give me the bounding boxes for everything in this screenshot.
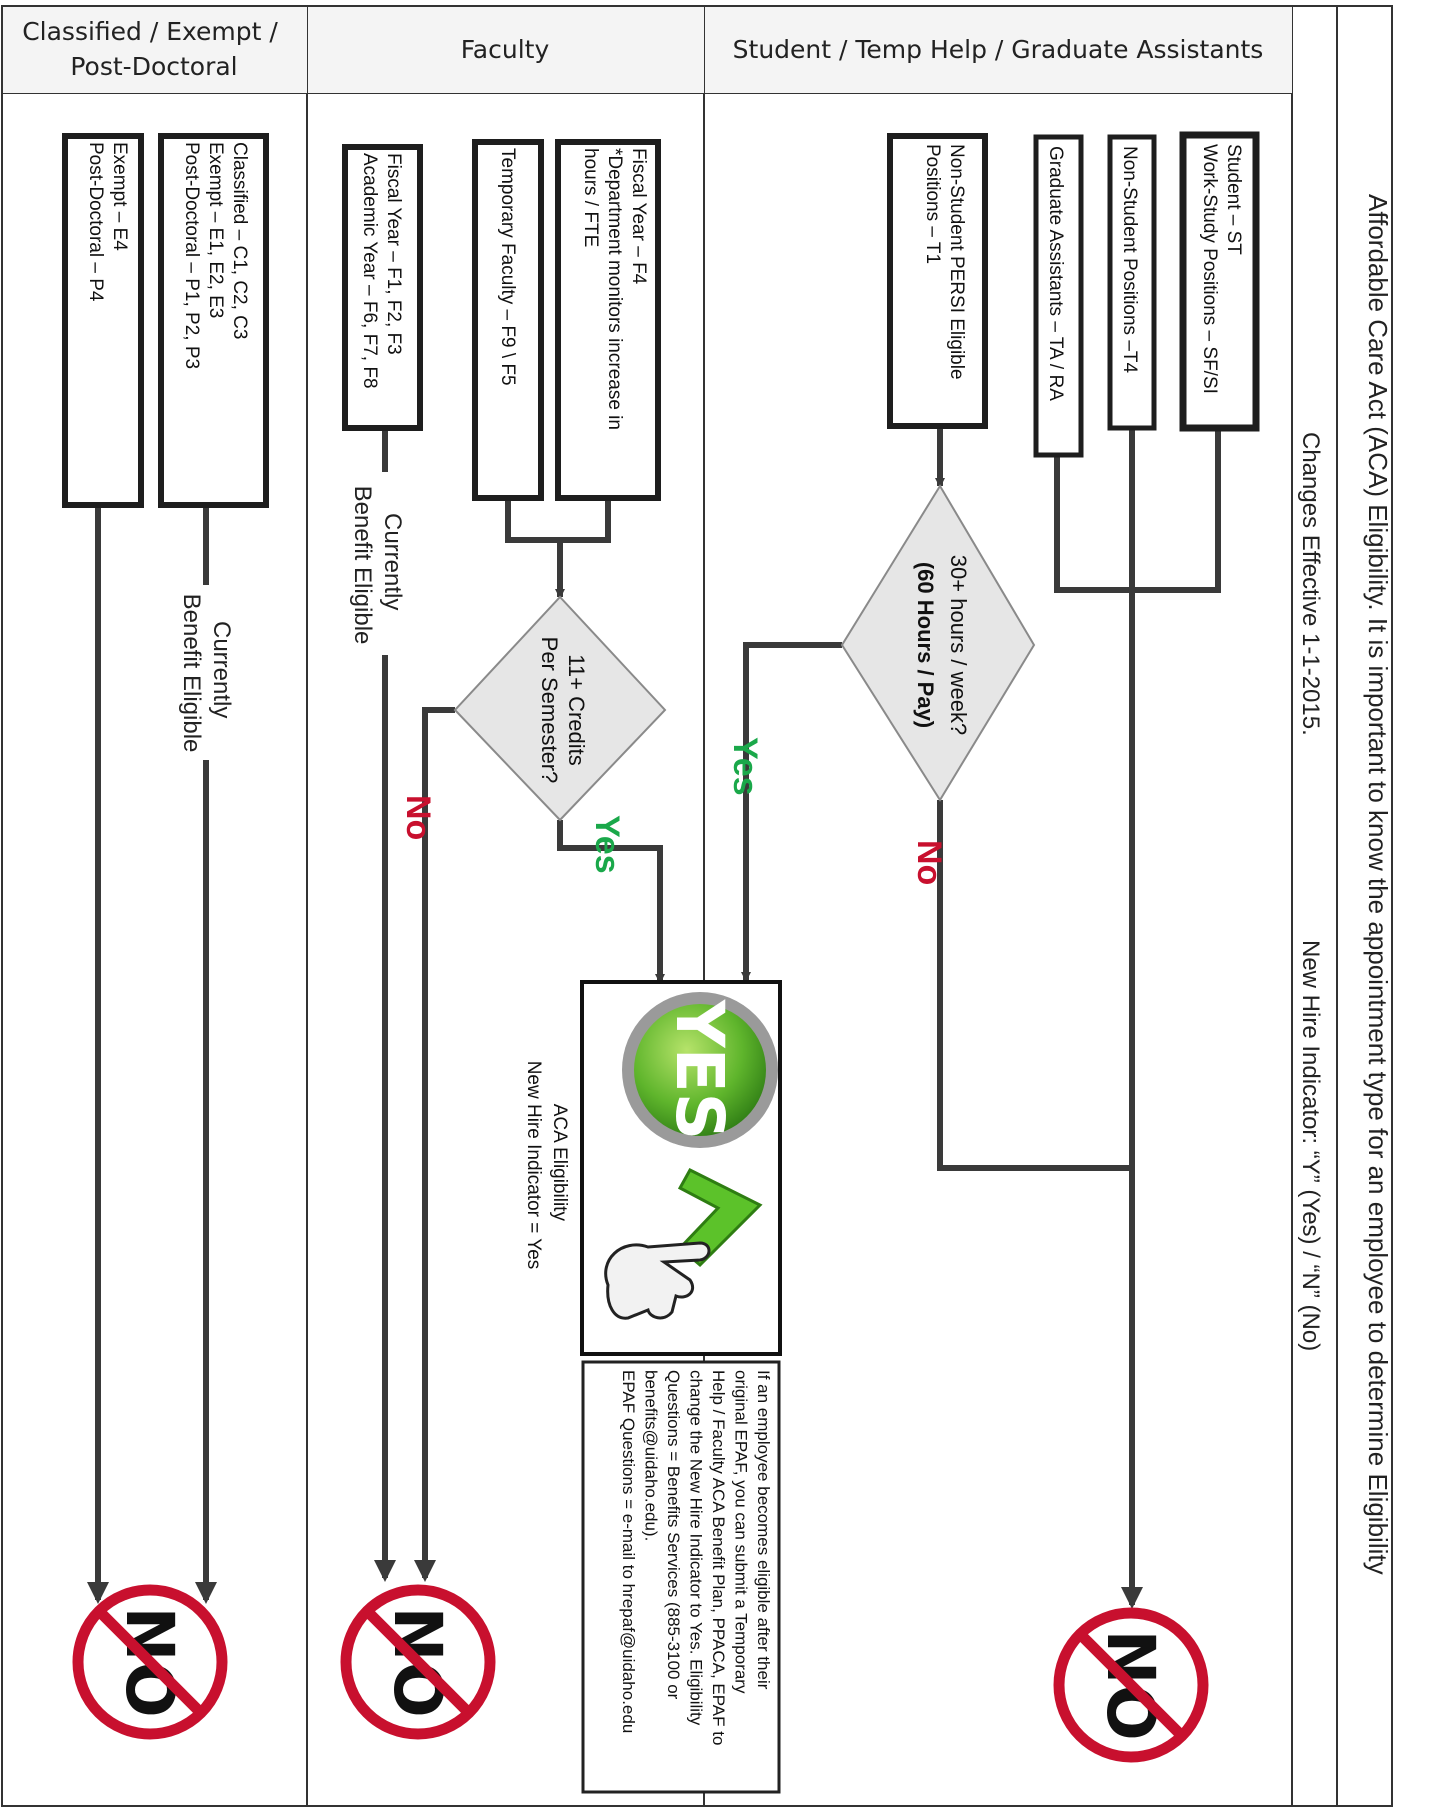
note-line: EPAF Questions = e-mail to hrepaf@uidaho… — [619, 1370, 638, 1733]
svg-text:Exempt – E4: Exempt – E4 — [109, 142, 130, 251]
yes-badge-icon: YES — [622, 992, 778, 1148]
svg-text:Fiscal Year – F1, F2, F3: Fiscal Year – F1, F2, F3 — [383, 153, 404, 355]
changes-effective: Changes Effective 1-1-2015. — [1297, 432, 1324, 736]
svg-text:hours / FTE: hours / FTE — [580, 148, 601, 247]
no-label-hours: No — [910, 840, 948, 885]
benefit-eligible-faculty: Currently Benefit Eligible — [349, 486, 406, 645]
no-badge-student: NO — [1053, 1607, 1209, 1763]
svg-text:30+ hours / week?: 30+ hours / week? — [946, 555, 971, 735]
box-classified-list: Classified – C1, C2, C3 Exempt – E1, E2,… — [158, 133, 269, 508]
note-line: If an employee becomes eligible after th… — [754, 1370, 773, 1690]
svg-text:Non-Student PERSI Eligible: Non-Student PERSI Eligible — [946, 144, 967, 380]
no-badge-faculty: NO — [340, 1584, 496, 1740]
box-fiscal-f4: Fiscal Year – F4 *Department monitors in… — [555, 139, 661, 501]
decision-credits-per-semester: 11+ Credits Per Semester? — [453, 595, 667, 822]
pointing-hand-icon — [604, 1241, 711, 1320]
box-exempt-list: Exempt – E4 Post-Doctoral – P4 — [62, 133, 144, 508]
svg-text:Temporary Faculty – F9 \ F5: Temporary Faculty – F9 \ F5 — [497, 148, 518, 386]
benefit-eligible-classified: Currently Benefit Eligible — [178, 594, 235, 753]
swimlane-frame — [1, 5, 1393, 1807]
aca-yes-outcome-box: YES — [580, 980, 782, 1356]
note-line: Questions = Benefits Services (885-3100 … — [664, 1370, 683, 1700]
box-fiscal-academic: Fiscal Year – F1, F2, F3 Academic Year –… — [342, 144, 423, 431]
svg-text:Exempt – E1, E2, E3: Exempt – E1, E2, E3 — [205, 142, 226, 318]
note-box — [581, 1360, 781, 1794]
no-badge-classified: NO — [72, 1584, 228, 1740]
note-line: benefits@uidaho.edu). — [642, 1370, 661, 1541]
note-line: original EPAF, you can submit a Temporar… — [732, 1370, 751, 1694]
connectors — [87, 428, 1221, 1609]
svg-text:Positions – T1: Positions – T1 — [922, 144, 943, 264]
box-non-student-t4: Non-Student Positions –T4 — [1107, 134, 1157, 431]
svg-text:Student – ST: Student – ST — [1223, 144, 1244, 255]
svg-text:Non-Student Positions –T4: Non-Student Positions –T4 — [1119, 146, 1140, 374]
page-title: Affordable Care Act (ACA) Eligibility. I… — [1363, 194, 1393, 1575]
svg-text:11+ Credits: 11+ Credits — [564, 654, 589, 765]
svg-text:YES: YES — [661, 999, 738, 1140]
svg-text:*Department monitors increase: *Department monitors increase in — [604, 148, 625, 430]
header-student: Student / Temp Help / Graduate Assistant… — [733, 35, 1264, 64]
box-graduate-assistants: Graduate Assistants – TA / RA — [1033, 134, 1084, 458]
svg-text:Academic Year – F6, F7, F8: Academic Year – F6, F7, F8 — [359, 153, 380, 389]
note-line: Help / Faculty ACA Benefit Plan, PPACA, … — [709, 1370, 728, 1745]
svg-text:Graduate Assistants – TA / RA: Graduate Assistants – TA / RA — [1045, 146, 1066, 401]
svg-text:Work-Study Positions – SF/SI: Work-Study Positions – SF/SI — [1199, 144, 1220, 394]
box-student-st: Student – ST Work-Study Positions – SF/S… — [1179, 131, 1260, 432]
box-persi-t1: Non-Student PERSI Eligible Positions – T… — [887, 133, 988, 429]
svg-text:Per Semester?: Per Semester? — [537, 637, 562, 784]
svg-text:Classified – C1, C2, C3: Classified – C1, C2, C3 — [229, 142, 250, 339]
aca-eligibility-caption: ACA Eligibility New Hire Indicator = Yes — [523, 1061, 570, 1270]
no-label-credits: No — [399, 795, 437, 840]
new-hire-indicator-legend: New Hire Indicator: “Y” (Yes) / “N” (No) — [1297, 940, 1324, 1351]
note-lines: If an employee becomes eligible after th… — [619, 1370, 773, 1745]
svg-text:Post-Doctoral – P1, P2, P3: Post-Doctoral – P1, P2, P3 — [181, 142, 202, 369]
yes-label-hours: Yes — [726, 737, 764, 796]
note-line: change the New Hire Indicator to Yes. El… — [687, 1370, 706, 1726]
header-classified: Classified / Exempt / Post-Doctoral — [22, 17, 286, 81]
svg-text:Post-Doctoral – P4: Post-Doctoral – P4 — [85, 142, 106, 302]
yes-label-credits: Yes — [588, 815, 626, 874]
box-temporary-faculty: Temporary Faculty – F9 \ F5 — [472, 139, 544, 501]
svg-text:(60 Hours / Pay): (60 Hours / Pay) — [913, 562, 938, 728]
svg-text:Fiscal Year – F4: Fiscal Year – F4 — [628, 148, 649, 285]
decision-hours-per-week: 30+ hours / week? (60 Hours / Pay) — [840, 484, 1036, 802]
header-faculty: Faculty — [461, 35, 550, 64]
